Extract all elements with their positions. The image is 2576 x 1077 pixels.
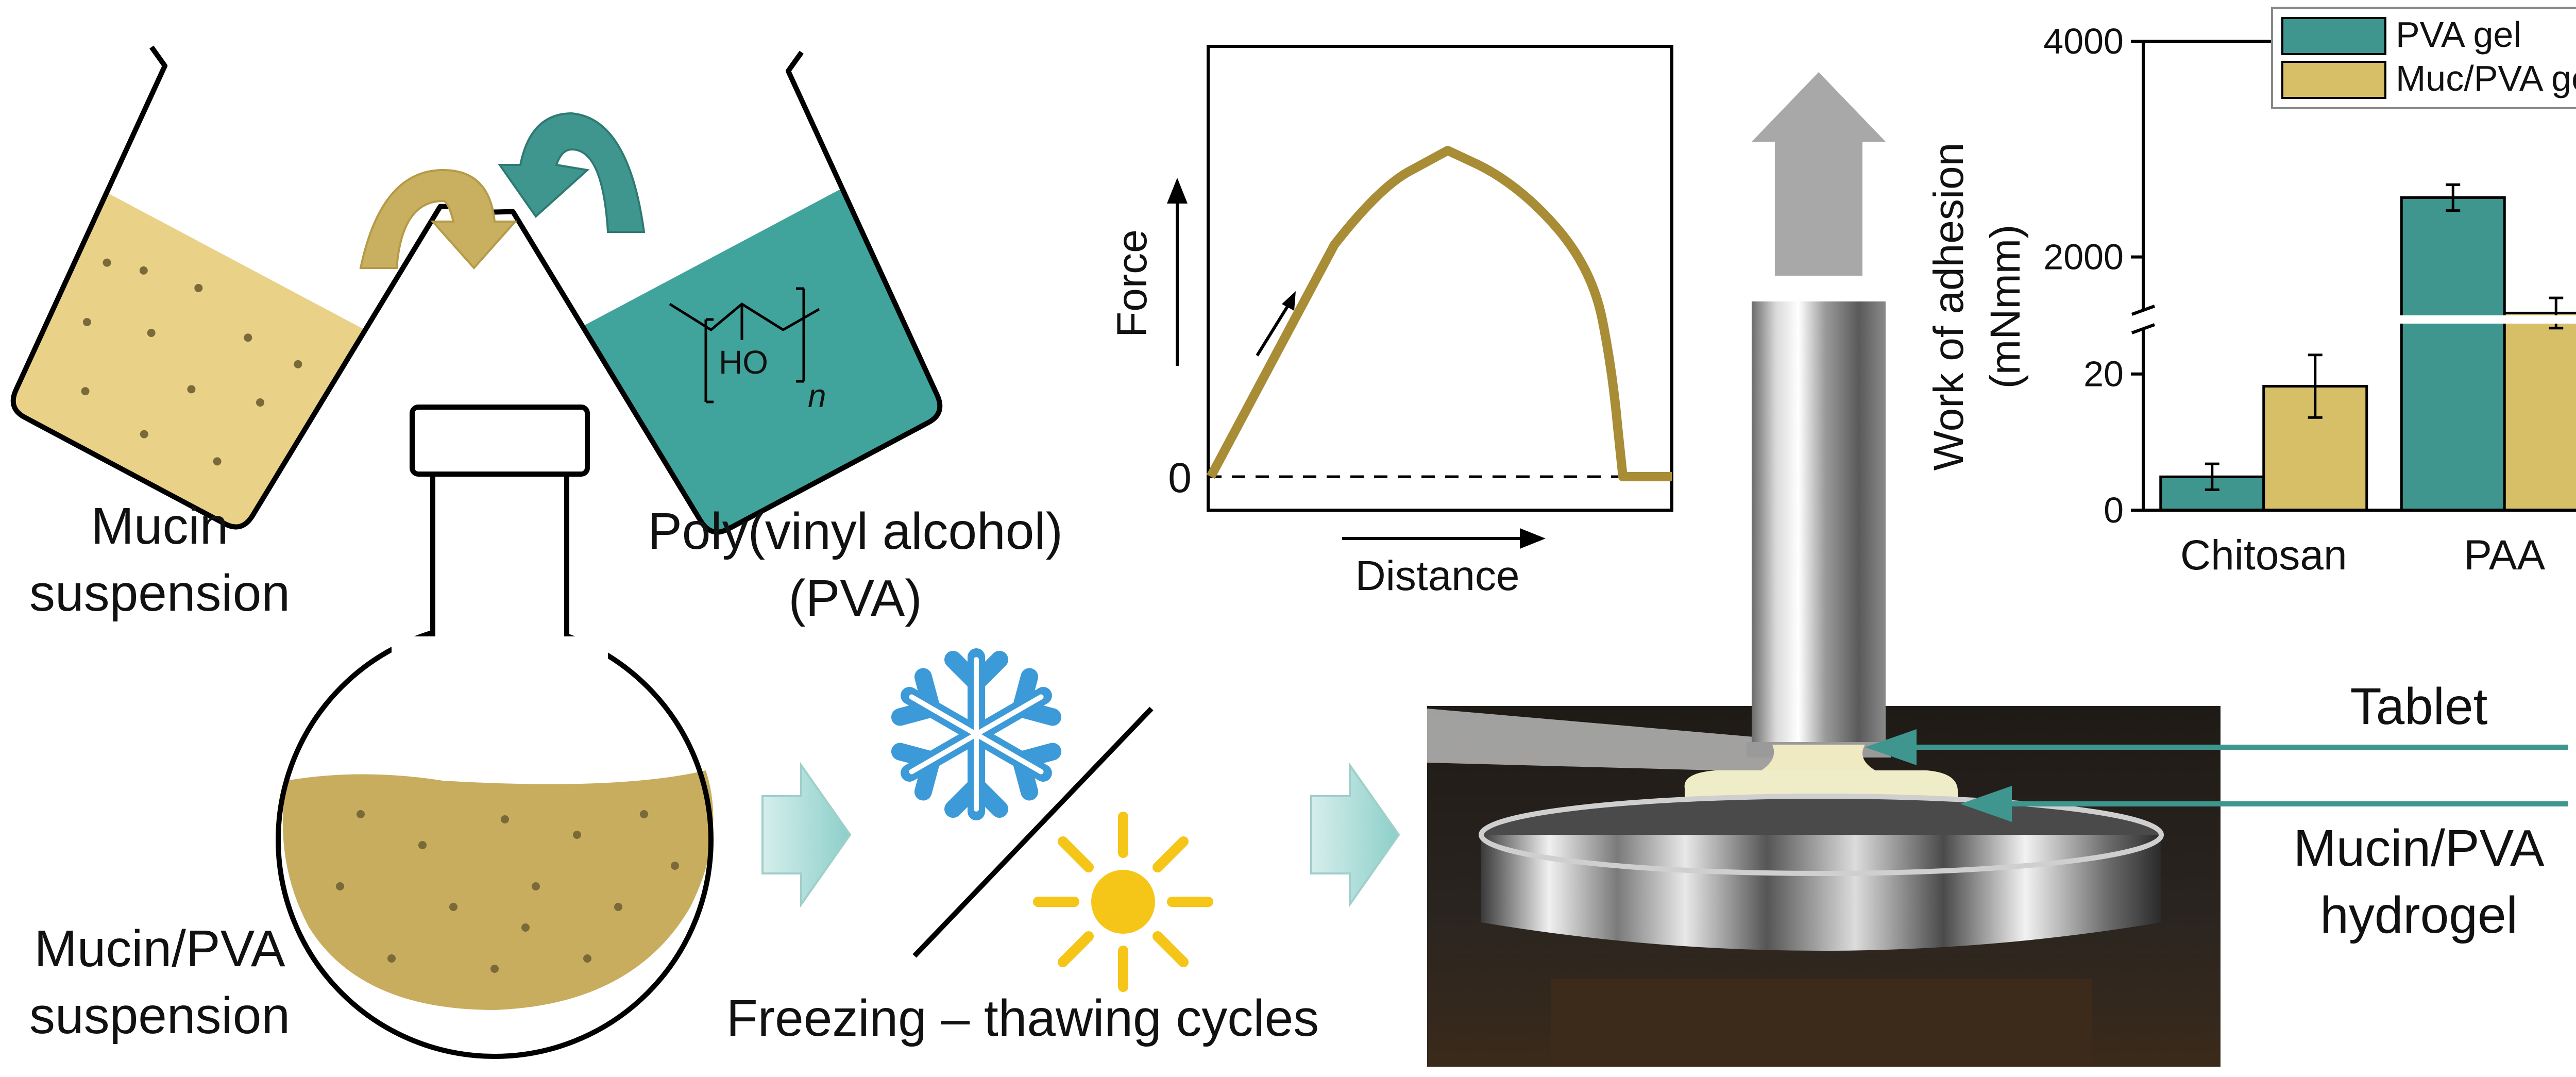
force-zero-label: 0 <box>1168 455 1192 501</box>
mixture-particles <box>336 810 679 973</box>
bar-paa-1 <box>2503 311 2576 512</box>
process-arrow-2 <box>1310 762 1400 908</box>
pva-hydroxyl-label: HO <box>719 344 768 381</box>
mixture-label-2: suspension <box>29 987 290 1045</box>
mixing-flask <box>276 405 714 1059</box>
mucin-label-2: suspension <box>29 564 290 622</box>
pva-pour-arrow <box>498 112 646 233</box>
category-label-chitosan: Chitosan <box>2180 532 2347 579</box>
y-axis-title-1: Work of adhesion <box>1925 143 1972 471</box>
category-label-paa: PAA <box>2464 532 2545 579</box>
force-plot-frame <box>1207 45 1673 512</box>
sun-icon <box>1033 812 1213 992</box>
mucin-label-1: Mucin <box>91 497 229 555</box>
hydrogel-label-2: hydrogel <box>2320 886 2518 944</box>
photo-probe-shaft <box>1752 301 1886 750</box>
force-distance-plot: Force Distance 0 <box>1109 45 1673 599</box>
photo-tablet <box>1752 745 1886 776</box>
tablet-label: Tablet <box>2350 678 2488 735</box>
force-axis-label: Force <box>1109 229 1156 338</box>
flask-cap <box>410 405 590 477</box>
pva-label-1: Poly(vinyl alcohol) <box>648 502 1063 560</box>
freeze-thaw-label: Freezing – thawing cycles <box>726 989 1319 1047</box>
force-curve <box>1207 146 1672 481</box>
y-axis-title-2: (mNmm) <box>1982 225 2029 389</box>
mixture-label-1: Mucin/PVA <box>34 920 285 978</box>
hydrogel-pointer <box>1960 786 2568 822</box>
adhesion-test-photo <box>1427 301 2221 1067</box>
y-tick-label-20: 20 <box>2083 354 2124 394</box>
flask-mixture <box>282 770 714 1010</box>
lift-arrow <box>1752 72 1886 276</box>
pva-repeat-n: n <box>808 377 826 414</box>
process-arrow-1 <box>761 762 852 908</box>
bar-paa-0 <box>2400 196 2506 512</box>
y-tick-label-0: 0 <box>2104 490 2124 530</box>
distance-axis-label: Distance <box>1355 552 1519 599</box>
freeze-thaw-divider <box>912 706 1154 958</box>
mucin-pour-arrow <box>359 169 518 270</box>
photo-disc-body <box>1481 835 2161 951</box>
axis-break-mark-lower <box>2131 323 2156 334</box>
flask-neck <box>430 464 569 654</box>
pva-liquid <box>580 188 940 532</box>
y-tick-label-4000: 4000 <box>2043 21 2124 61</box>
mucin-beaker-outline <box>10 45 464 530</box>
legend-swatch-1 <box>2281 61 2386 99</box>
pva-structure: HO n <box>669 287 826 414</box>
mucin-liquid <box>13 191 366 527</box>
pva-beaker-outline <box>489 51 943 535</box>
y-tick-label-2000: 2000 <box>2043 237 2124 277</box>
mucin-beaker <box>10 45 464 530</box>
axis-break-band <box>2146 315 2576 324</box>
hydrogel-label-1: Mucin/PVA <box>2293 819 2545 877</box>
legend-label-0: PVA gel <box>2396 14 2521 55</box>
tablet-pointer <box>1865 729 2568 765</box>
axis-break-mark-upper <box>2131 305 2156 316</box>
pva-beaker <box>489 51 943 535</box>
legend-swatch-0 <box>2281 17 2386 55</box>
legend-label-1: Muc/PVA gel <box>2396 58 2576 98</box>
mucin-particles <box>81 258 302 466</box>
pva-label-2: (PVA) <box>788 569 922 627</box>
photo-holder-rod <box>1427 709 1814 773</box>
